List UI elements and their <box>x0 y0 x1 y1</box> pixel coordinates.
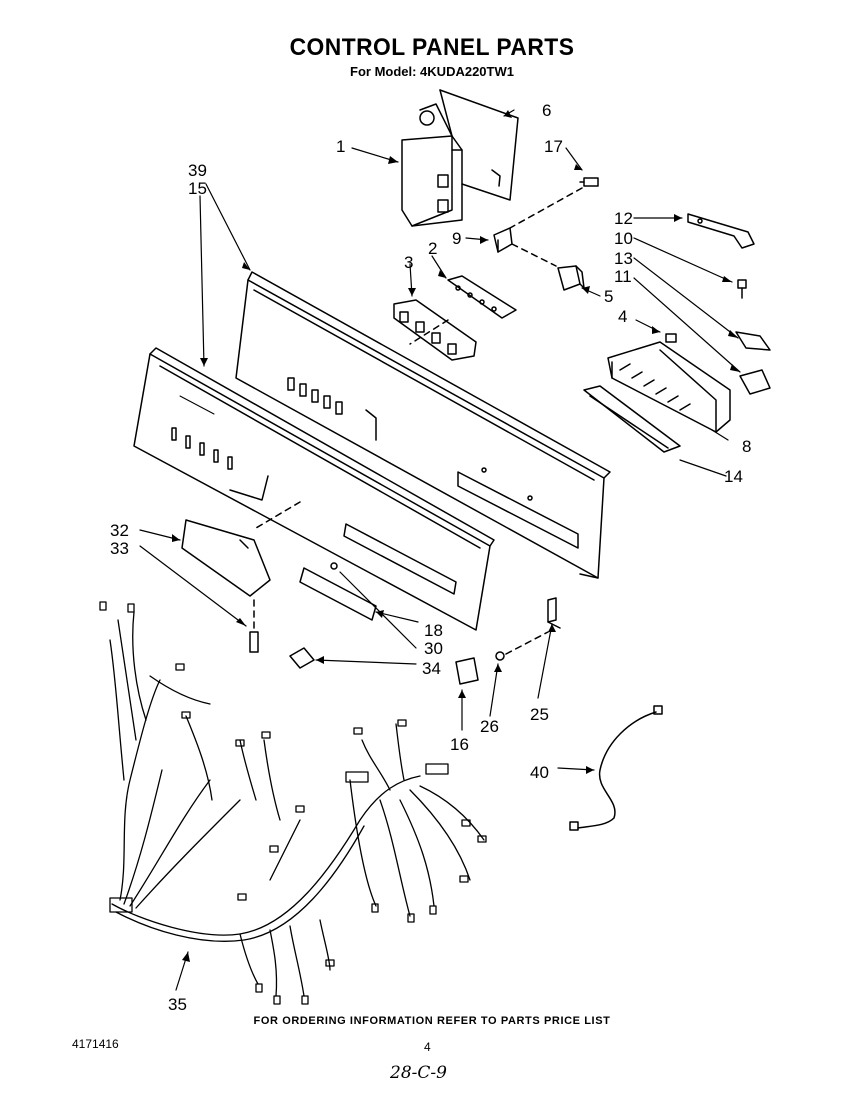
part-30-lens <box>299 562 377 621</box>
callout-2: 2 <box>428 239 438 258</box>
callout-3: 3 <box>404 253 414 272</box>
document-number: 4171416 <box>72 1037 119 1051</box>
callout-arrowheads <box>172 110 740 962</box>
part-5-clip <box>557 265 585 291</box>
part-9-bracket <box>493 227 513 253</box>
ordering-info-note: FOR ORDERING INFORMATION REFER TO PARTS … <box>253 1015 611 1027</box>
part-12-bracket <box>687 213 755 249</box>
part-10-screw <box>737 279 747 299</box>
part-26-screw <box>495 651 505 661</box>
part-17-screw <box>579 177 599 187</box>
callout-9: 9 <box>452 229 462 248</box>
callout-18: 18 <box>424 621 443 640</box>
callout-12: 12 <box>614 209 633 228</box>
part-32-guide-line <box>255 501 301 529</box>
callout-10: 10 <box>614 229 633 248</box>
model-subtitle: For Model: 4KUDA220TW1 <box>350 64 514 79</box>
page-number: 4 <box>424 1040 431 1054</box>
part-34-clip <box>289 647 315 669</box>
page-title: CONTROL PANEL PARTS <box>289 34 575 61</box>
part-15-front-panel <box>133 347 495 631</box>
callout-4: 4 <box>618 307 628 326</box>
part-1-switch-block <box>401 103 463 227</box>
part-32-bracket <box>181 519 271 597</box>
part-11-bracket <box>739 369 771 395</box>
callout-40: 40 <box>530 763 549 782</box>
part-3-bracket <box>393 299 477 361</box>
callout-6: 6 <box>542 101 552 120</box>
callout-15: 15 <box>188 179 207 198</box>
part-35-wiring-harness <box>99 601 487 1005</box>
callout-39: 39 <box>188 161 207 180</box>
part-17-guide-line <box>509 187 583 229</box>
callout-13: 13 <box>614 249 633 268</box>
callout-11: 11 <box>614 267 632 286</box>
part-16-knob <box>455 657 479 685</box>
part-2-strip <box>447 275 517 319</box>
part-4-screw <box>665 333 677 343</box>
callout-26: 26 <box>480 717 499 736</box>
callout-14: 14 <box>724 467 743 486</box>
callout-35: 35 <box>168 995 187 1014</box>
part-26-guide-line <box>505 631 549 655</box>
callout-33: 33 <box>110 539 129 558</box>
handwritten-note: 28-C-9 <box>390 1063 447 1083</box>
part-25-bracket <box>547 597 561 629</box>
part-14-strip <box>583 385 681 453</box>
callout-17: 17 <box>544 137 563 156</box>
callout-32: 32 <box>110 521 129 540</box>
part-8-switch-bank <box>607 341 731 433</box>
part-2-guide-line <box>409 319 449 345</box>
callout-25: 25 <box>530 705 549 724</box>
callout-30: 30 <box>424 639 443 658</box>
part-6-plate <box>439 89 519 201</box>
callout-5: 5 <box>604 287 614 306</box>
part-40-wire <box>569 705 663 831</box>
callout-8: 8 <box>742 437 752 456</box>
part-9-guide-line <box>511 243 557 267</box>
part-33-screw <box>249 631 259 653</box>
part-39-console-panel <box>235 271 611 579</box>
callout-34: 34 <box>422 659 441 678</box>
part-13-clip <box>735 331 771 351</box>
callout-leader-lines <box>139 109 741 991</box>
callout-1: 1 <box>336 137 346 156</box>
callout-16: 16 <box>450 735 469 754</box>
